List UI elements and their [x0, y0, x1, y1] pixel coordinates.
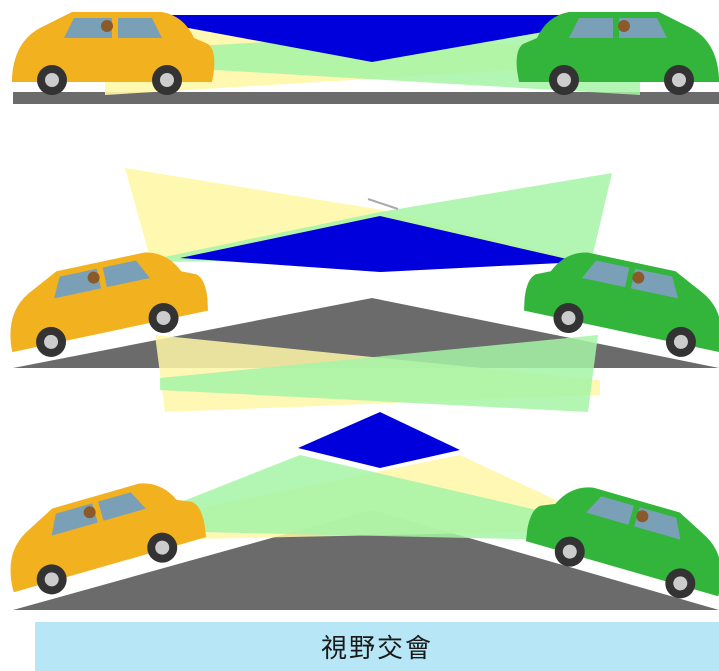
scene-crest-road — [10, 168, 719, 412]
green-sight-lower — [160, 335, 598, 412]
caption-title: 視野交會 — [320, 634, 433, 664]
driver-icon — [101, 20, 113, 32]
yellow-car-icon — [12, 12, 215, 95]
green-car-icon — [516, 12, 719, 95]
yellow-car-icon — [10, 483, 207, 595]
overlap-zone — [298, 412, 460, 468]
green-sight-cone — [110, 455, 580, 540]
scene-steep-crest-road — [10, 412, 719, 610]
overlap-zone — [118, 15, 640, 62]
road-flat — [13, 92, 719, 104]
green-car-icon — [525, 487, 719, 599]
overlap-zone — [180, 216, 580, 272]
driver-icon — [632, 271, 645, 284]
caption-bar: 視野交會 — [35, 622, 719, 671]
yellow-car-icon — [10, 252, 208, 357]
crest-marker — [367, 198, 399, 210]
driver-icon — [83, 506, 96, 519]
driver-icon — [618, 20, 630, 32]
driver-icon — [87, 271, 100, 284]
driver-icon — [636, 510, 649, 523]
scene-flat-road — [12, 12, 719, 104]
green-car-icon — [524, 252, 719, 357]
road-steep-crest — [13, 510, 719, 610]
